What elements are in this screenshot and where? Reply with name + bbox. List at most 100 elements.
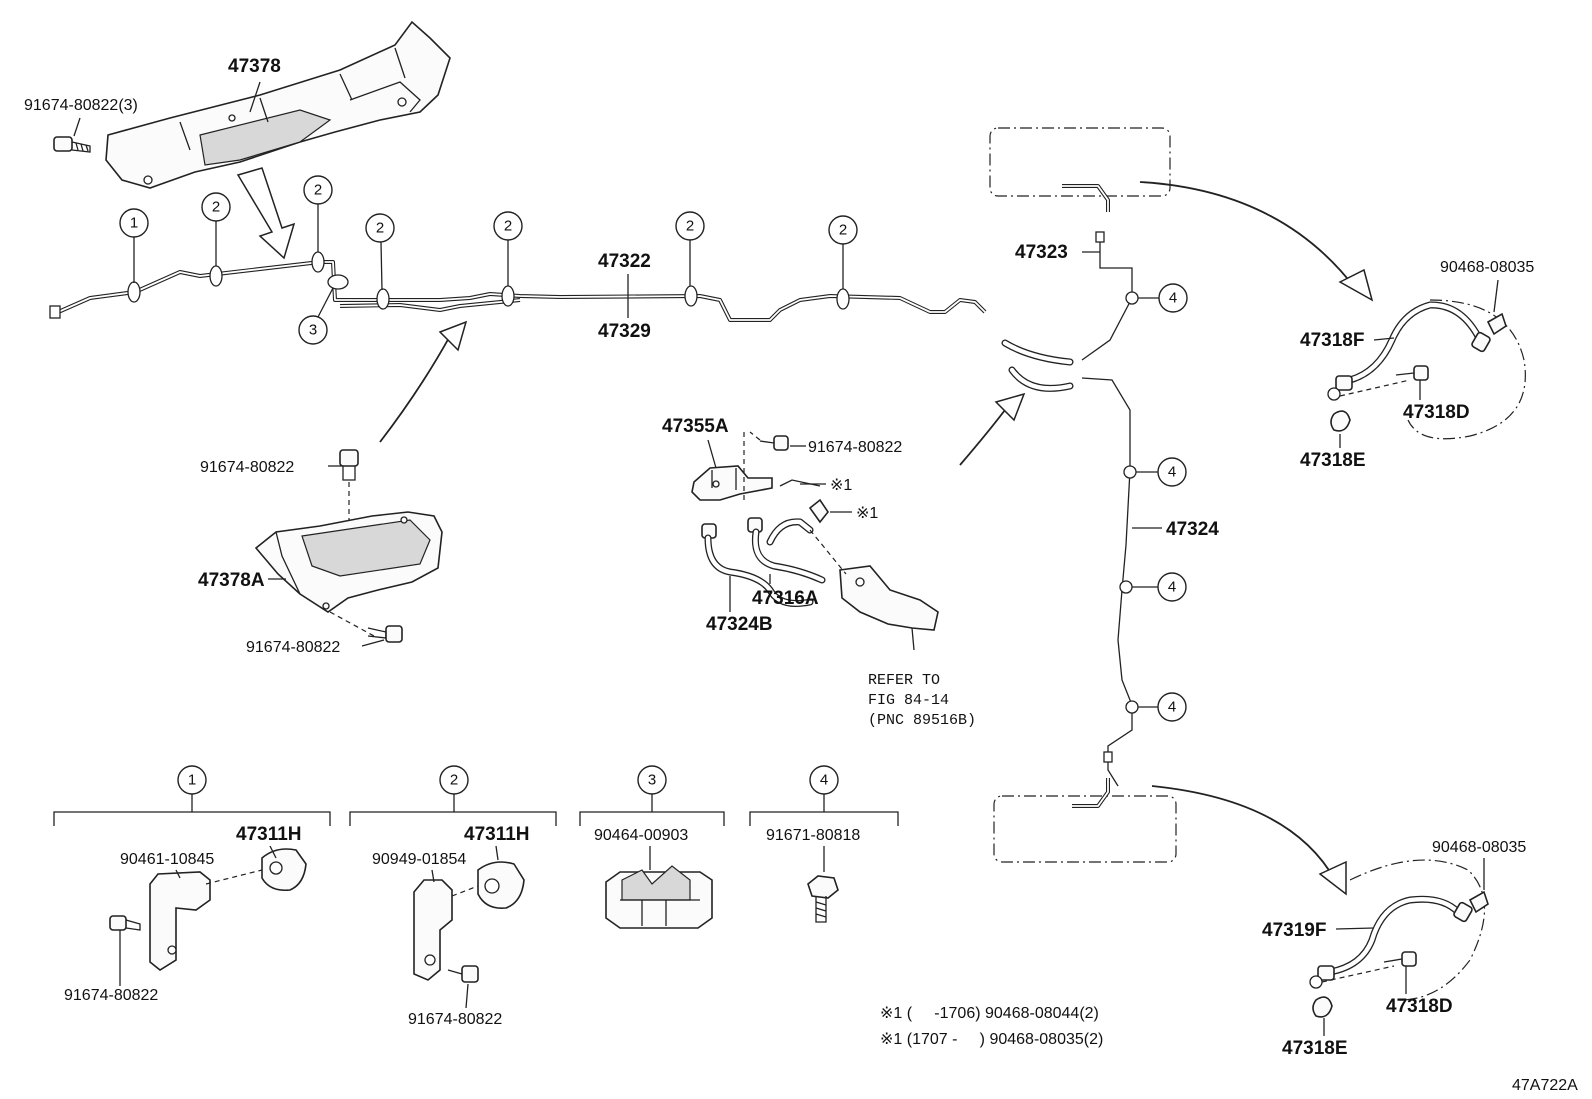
svg-text:2: 2 — [686, 218, 694, 235]
label-g3-a: 90464-00903 — [594, 827, 688, 844]
bolt-icon — [109, 915, 141, 931]
refer-line-3: (PNC 89516B) — [868, 712, 976, 729]
detail-group-2: 2 — [349, 765, 557, 983]
label-note-mark1: ※1 — [830, 477, 852, 494]
svg-text:4: 4 — [1168, 699, 1176, 716]
bolt-icon — [53, 136, 91, 153]
heat-shield-47378A — [254, 511, 443, 613]
bracket-47355A — [691, 432, 773, 501]
svg-text:4: 4 — [820, 772, 828, 789]
arrow-shield-down — [236, 167, 296, 260]
svg-text:2: 2 — [314, 182, 322, 199]
hose-47316A — [747, 517, 826, 584]
label-47329: 47329 — [598, 321, 651, 342]
label-g1-b: 90461-10845 — [120, 851, 214, 868]
refer-line-2: FIG 84-14 — [868, 692, 949, 709]
bolt-icon — [447, 965, 479, 983]
flare-fitting-lower — [1072, 778, 1110, 808]
label-47322: 47322 — [598, 251, 651, 272]
label-bolt-left-bottom: 91674-80822 — [246, 639, 340, 656]
bolt-icon — [367, 625, 403, 643]
label-47324B: 47324B — [706, 614, 773, 635]
callout-2: 2 — [493, 211, 523, 286]
label-bolt-top-qty: 91674-80822(3) — [24, 97, 138, 114]
callout-4: 4 — [1132, 572, 1187, 602]
label-g1-a: 47311H — [236, 824, 302, 845]
bolt-icon — [339, 449, 359, 481]
callout-2: 2 — [303, 175, 333, 252]
bolt-icon — [1395, 365, 1429, 381]
label-47316A: 47316A — [752, 588, 819, 609]
diagram-code: 47A722A — [1512, 1077, 1578, 1094]
callout-1: 1 — [119, 208, 149, 283]
svg-text:2: 2 — [376, 220, 384, 237]
bracket-lower — [809, 529, 939, 651]
arrow-to-hose-lower — [1151, 785, 1336, 881]
svg-text:3: 3 — [309, 322, 317, 339]
hose-assembly-lower — [1309, 859, 1489, 1018]
callout-4: 4 — [1138, 283, 1188, 313]
svg-text:1: 1 — [188, 772, 196, 789]
label-90468-top: 90468-08035 — [1440, 259, 1534, 276]
label-47318E-top: 47318E — [1300, 450, 1366, 471]
label-47318E-bottom: 47318E — [1282, 1038, 1348, 1059]
hose-47324B — [701, 523, 814, 607]
hose-assembly-upper — [1327, 299, 1526, 440]
svg-text:4: 4 — [1168, 464, 1176, 481]
label-bolt-left-top: 91674-80822 — [200, 459, 294, 476]
label-47355A: 47355A — [662, 416, 729, 437]
label-g1-c: 91674-80822 — [64, 987, 158, 1004]
flex-hose-upper — [1001, 339, 1074, 366]
ref-box-lower — [993, 795, 1177, 863]
bolt-icon — [1383, 951, 1417, 967]
callout-2: 2 — [365, 213, 395, 291]
label-47318D-top: 47318D — [1403, 402, 1470, 423]
label-47318D-bottom: 47318D — [1386, 996, 1453, 1017]
svg-text:2: 2 — [212, 199, 220, 216]
label-47323: 47323 — [1015, 242, 1068, 263]
svg-text:4: 4 — [1169, 290, 1177, 307]
flex-hose-lower — [1008, 366, 1074, 392]
label-g2-a: 47311H — [464, 824, 530, 845]
bolt-icon — [759, 435, 789, 451]
ref-box-upper — [989, 127, 1171, 197]
detail-group-4: 4 — [749, 765, 899, 923]
label-47318F: 47318F — [1300, 330, 1364, 351]
svg-text:2: 2 — [839, 222, 847, 239]
label-90468-bottom: 90468-08035 — [1432, 839, 1526, 856]
label-47378: 47378 — [228, 56, 281, 77]
callout-3: 3 — [298, 287, 334, 345]
label-47319F: 47319F — [1262, 920, 1326, 941]
callout-4: 4 — [1136, 457, 1187, 487]
callout-2: 2 — [201, 192, 231, 266]
label-g2-c: 91674-80822 — [408, 1011, 502, 1028]
label-bolt-mid: 91674-80822 — [808, 439, 902, 456]
arrow-up-right — [959, 405, 1009, 466]
brake-line-main — [49, 251, 987, 322]
svg-text:2: 2 — [504, 218, 512, 235]
flare-fitting-upper — [1062, 184, 1110, 212]
callout-2: 2 — [675, 211, 705, 286]
clip-spring-upper — [779, 479, 821, 487]
label-note-mark2: ※1 — [856, 505, 878, 522]
label-g4-a: 91671-80818 — [766, 827, 860, 844]
arrow-up-left — [379, 335, 451, 443]
pipe-47323 — [1081, 232, 1133, 361]
label-g2-b: 90949-01854 — [372, 851, 466, 868]
arrow-to-hose-upper — [1139, 181, 1356, 289]
clip-spring-lower — [808, 498, 829, 524]
refer-line-1: REFER TO — [868, 672, 940, 689]
bolt-icon — [807, 875, 839, 923]
footnote-line-2: ※1 (1707 - ) 90468-08035(2) — [880, 1031, 1103, 1048]
heat-shield-47378 — [105, 20, 451, 189]
svg-text:1: 1 — [130, 215, 138, 232]
svg-text:2: 2 — [450, 772, 458, 789]
label-47324: 47324 — [1166, 519, 1219, 540]
detail-group-3: 3 — [579, 765, 725, 929]
footnote-line-1: ※1 ( -1706) 90468-08044(2) — [880, 1005, 1099, 1022]
detail-group-1: 1 — [53, 765, 331, 971]
pipe-47324 — [1081, 377, 1133, 787]
svg-text:4: 4 — [1168, 579, 1176, 596]
